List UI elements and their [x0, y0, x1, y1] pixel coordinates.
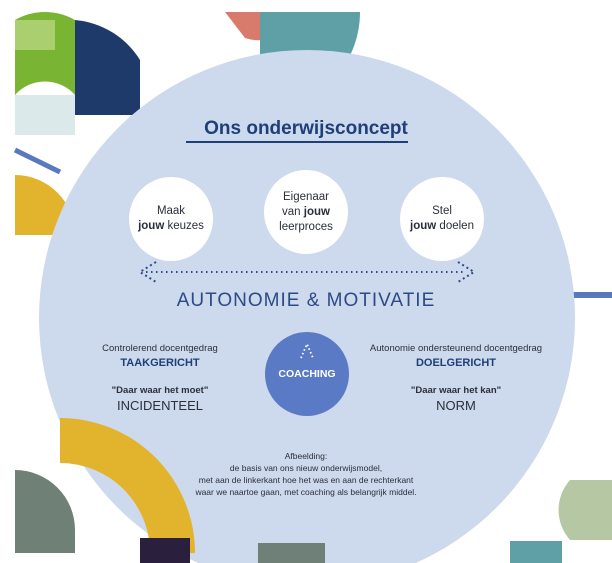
title-underline — [186, 141, 408, 143]
caption: Afbeelding: de basis van ons nieuw onder… — [156, 450, 456, 498]
bubble-set-goals: Stel jouw doelen — [400, 177, 484, 261]
bubble-middle-line3: leerproces — [279, 220, 333, 233]
bottom-decorations — [15, 418, 612, 563]
bubble-own-learning: Eigenaar van jouw leerproces — [264, 170, 348, 254]
blue-line-left — [13, 147, 62, 175]
left-label: TAAKGERICHT — [120, 357, 200, 369]
bubble-right-line1: Stel — [432, 205, 452, 217]
bubble-middle-pre: van — [282, 205, 304, 218]
coaching-circle: COACHING — [265, 332, 349, 416]
navy-arc-shape — [75, 20, 140, 115]
left-quote: "Daar waar het moet" — [111, 385, 209, 396]
bubble-right-rest: doelen — [436, 220, 474, 232]
sage-quarter-right — [558, 480, 612, 540]
right-quote: "Daar waar het kan" — [410, 385, 502, 396]
teal-bottom-block — [258, 543, 325, 563]
left-subtitle: Controlerend docentgedrag — [102, 343, 218, 354]
teal-bottom-right — [510, 541, 562, 563]
autonomy-arrow — [138, 261, 476, 283]
right-subtitle: Autonomie ondersteunend docentgedrag — [369, 343, 543, 354]
arrow-right-head — [457, 261, 476, 283]
arrow-left-head — [138, 261, 157, 283]
dark-purple-block — [140, 538, 190, 563]
bubble-middle-bold: jouw — [303, 205, 330, 218]
caption-line1: Afbeelding: — [284, 451, 328, 461]
caption-line3: met aan de linkerkant hoe het was en aan… — [198, 475, 414, 485]
page-title: Ons onderwijsconcept — [204, 118, 408, 139]
gray-green-quarter — [15, 470, 75, 553]
light-green-quarter — [15, 20, 55, 50]
caption-line2: de basis van ons nieuw onderwijsmodel, — [229, 463, 383, 473]
pale-block — [15, 95, 75, 135]
bubble-middle-line1: Eigenaar — [282, 190, 330, 203]
left-value: INCIDENTEEL — [117, 398, 203, 413]
right-value: NORM — [436, 398, 476, 413]
bubble-left-bold: jouw — [138, 220, 165, 232]
caption-line4: waar we naartoe gaan, met coaching als b… — [195, 487, 417, 497]
concept-heading: AUTONOMIE & MOTIVATIE — [176, 290, 436, 311]
bubble-left-line1: Maak — [156, 205, 186, 217]
bubble-left-rest: keuzes — [164, 220, 204, 232]
coaching-label: COACHING — [278, 368, 336, 380]
bubble-right-bold: jouw — [410, 220, 437, 232]
right-label: DOELGERICHT — [415, 357, 497, 369]
yellow-arc-bottom — [60, 418, 195, 553]
bubble-make-choices: Maak jouw keuzes — [129, 177, 213, 261]
up-arrow-icon — [300, 342, 314, 359]
